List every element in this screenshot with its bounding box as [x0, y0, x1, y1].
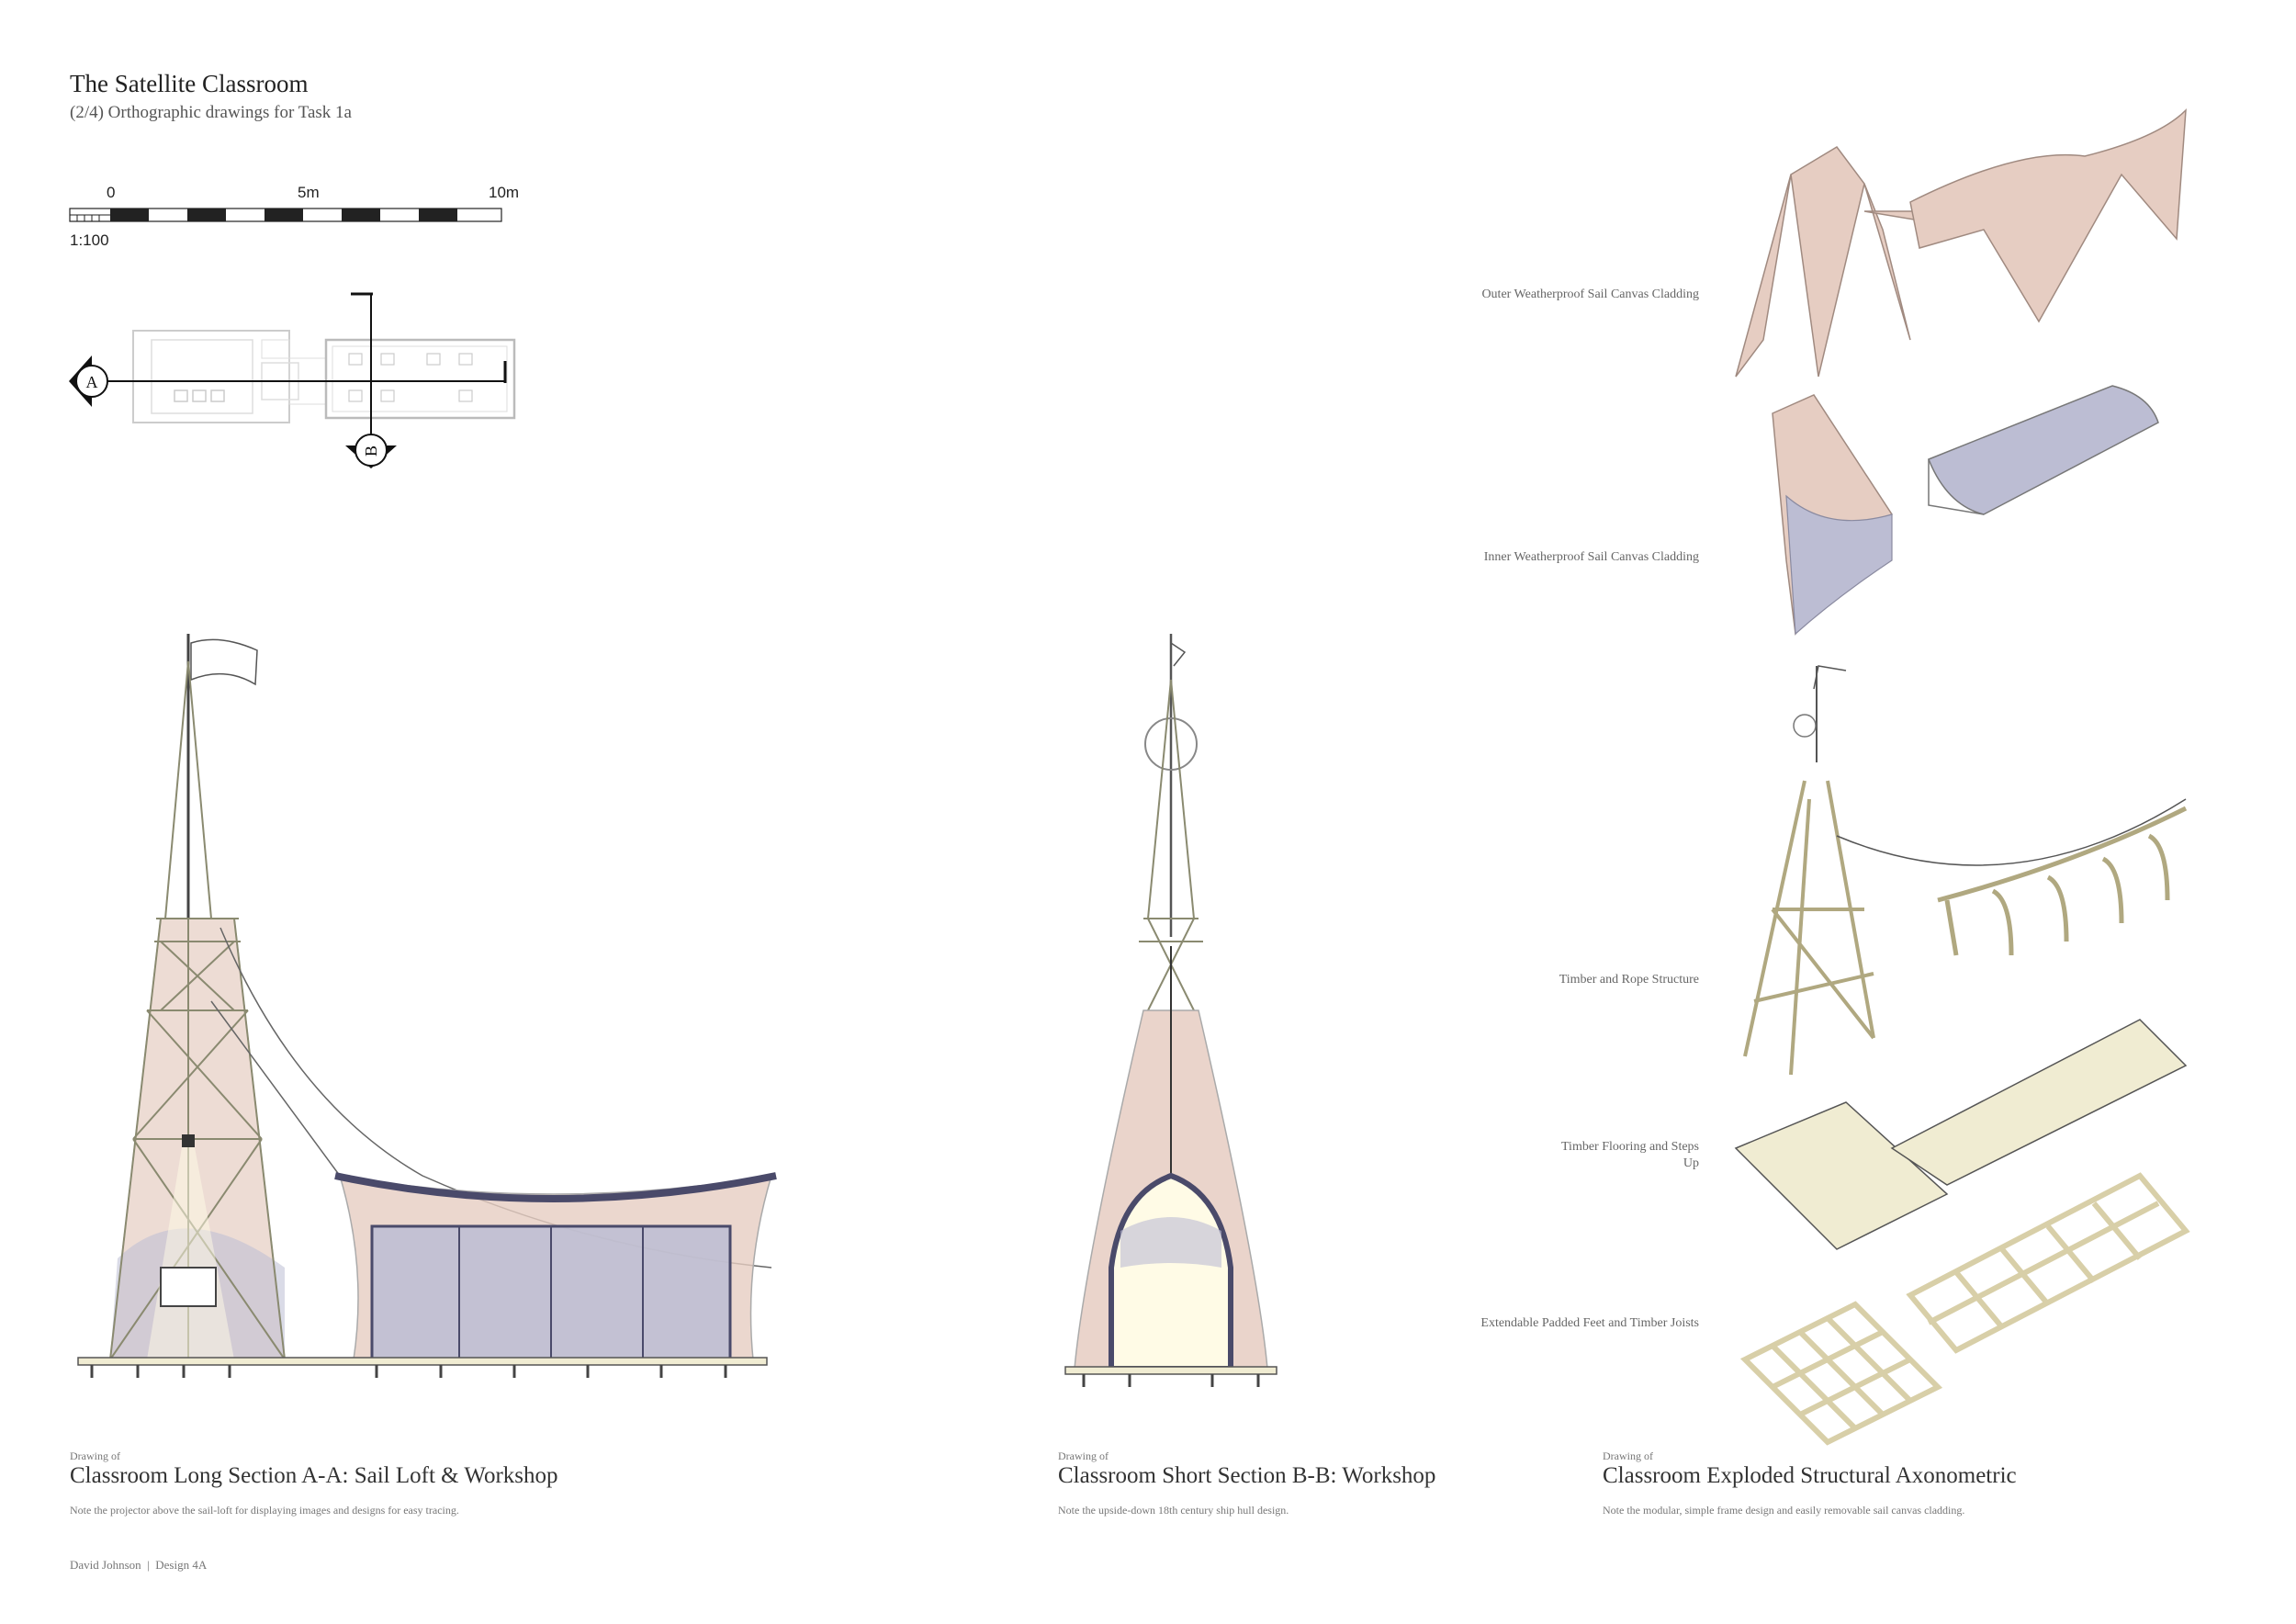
caption-title: Classroom Exploded Structural Axonometri… — [1603, 1463, 2017, 1488]
axo-label-inner-cladding: Inner Weatherproof Sail Canvas Cladding — [1483, 550, 1699, 564]
key-plan: A B — [69, 292, 516, 468]
short-section-drawing — [1064, 634, 1277, 1387]
scale-tick-0: 0 — [107, 184, 116, 201]
footer-author: David Johnson — [70, 1558, 141, 1572]
page-title: The Satellite Classroom — [70, 70, 309, 97]
scale-tick-10m: 10m — [489, 184, 520, 201]
caption-note: Note the modular, simple frame design an… — [1603, 1504, 1965, 1517]
section-a-label: A — [86, 373, 98, 391]
scale-ratio: 1:100 — [70, 231, 109, 249]
axo-label-feet-joists: Extendable Padded Feet and Timber Joists — [1480, 1316, 1699, 1330]
caption-title: Classroom Long Section A-A: Sail Loft & … — [70, 1463, 558, 1488]
caption-note: Note the projector above the sail-loft f… — [70, 1504, 459, 1517]
caption-title: Classroom Short Section B-B: Workshop — [1058, 1463, 1436, 1488]
scale-bar: 0 5m 10m 1:100 — [69, 184, 519, 257]
scale-bar-graphic — [69, 208, 502, 222]
caption-note: Note the upside-down 18th century ship h… — [1058, 1504, 1289, 1517]
axo-label-timber-flooring: Timber Flooring and Steps Up — [1561, 1140, 1699, 1170]
section-b-label: B — [362, 445, 380, 457]
axo-label-timber-structure: Timber and Rope Structure — [1559, 973, 1699, 987]
footer: David Johnson | Design 4A — [70, 1558, 207, 1573]
page-subtitle: (2/4) Orthographic drawings for Task 1a — [70, 103, 352, 122]
caption-kicker: Drawing of — [1058, 1449, 1109, 1462]
caption-axonometric: Drawing of Classroom Exploded Structural… — [1603, 1449, 2017, 1517]
long-section-drawing — [77, 634, 777, 1378]
footer-course: Design 4A — [155, 1558, 208, 1572]
caption-short-section: Drawing of Classroom Short Section B-B: … — [1058, 1449, 1435, 1517]
footer-divider: | — [143, 1558, 152, 1572]
axonometric-drawing — [1734, 108, 2190, 1446]
caption-kicker: Drawing of — [70, 1449, 120, 1462]
caption-kicker: Drawing of — [1603, 1449, 1653, 1462]
caption-long-section: Drawing of Classroom Long Section A-A: S… — [70, 1449, 558, 1517]
axo-label-outer-cladding: Outer Weatherproof Sail Canvas Cladding — [1481, 288, 1699, 301]
scale-tick-5m: 5m — [298, 184, 320, 201]
